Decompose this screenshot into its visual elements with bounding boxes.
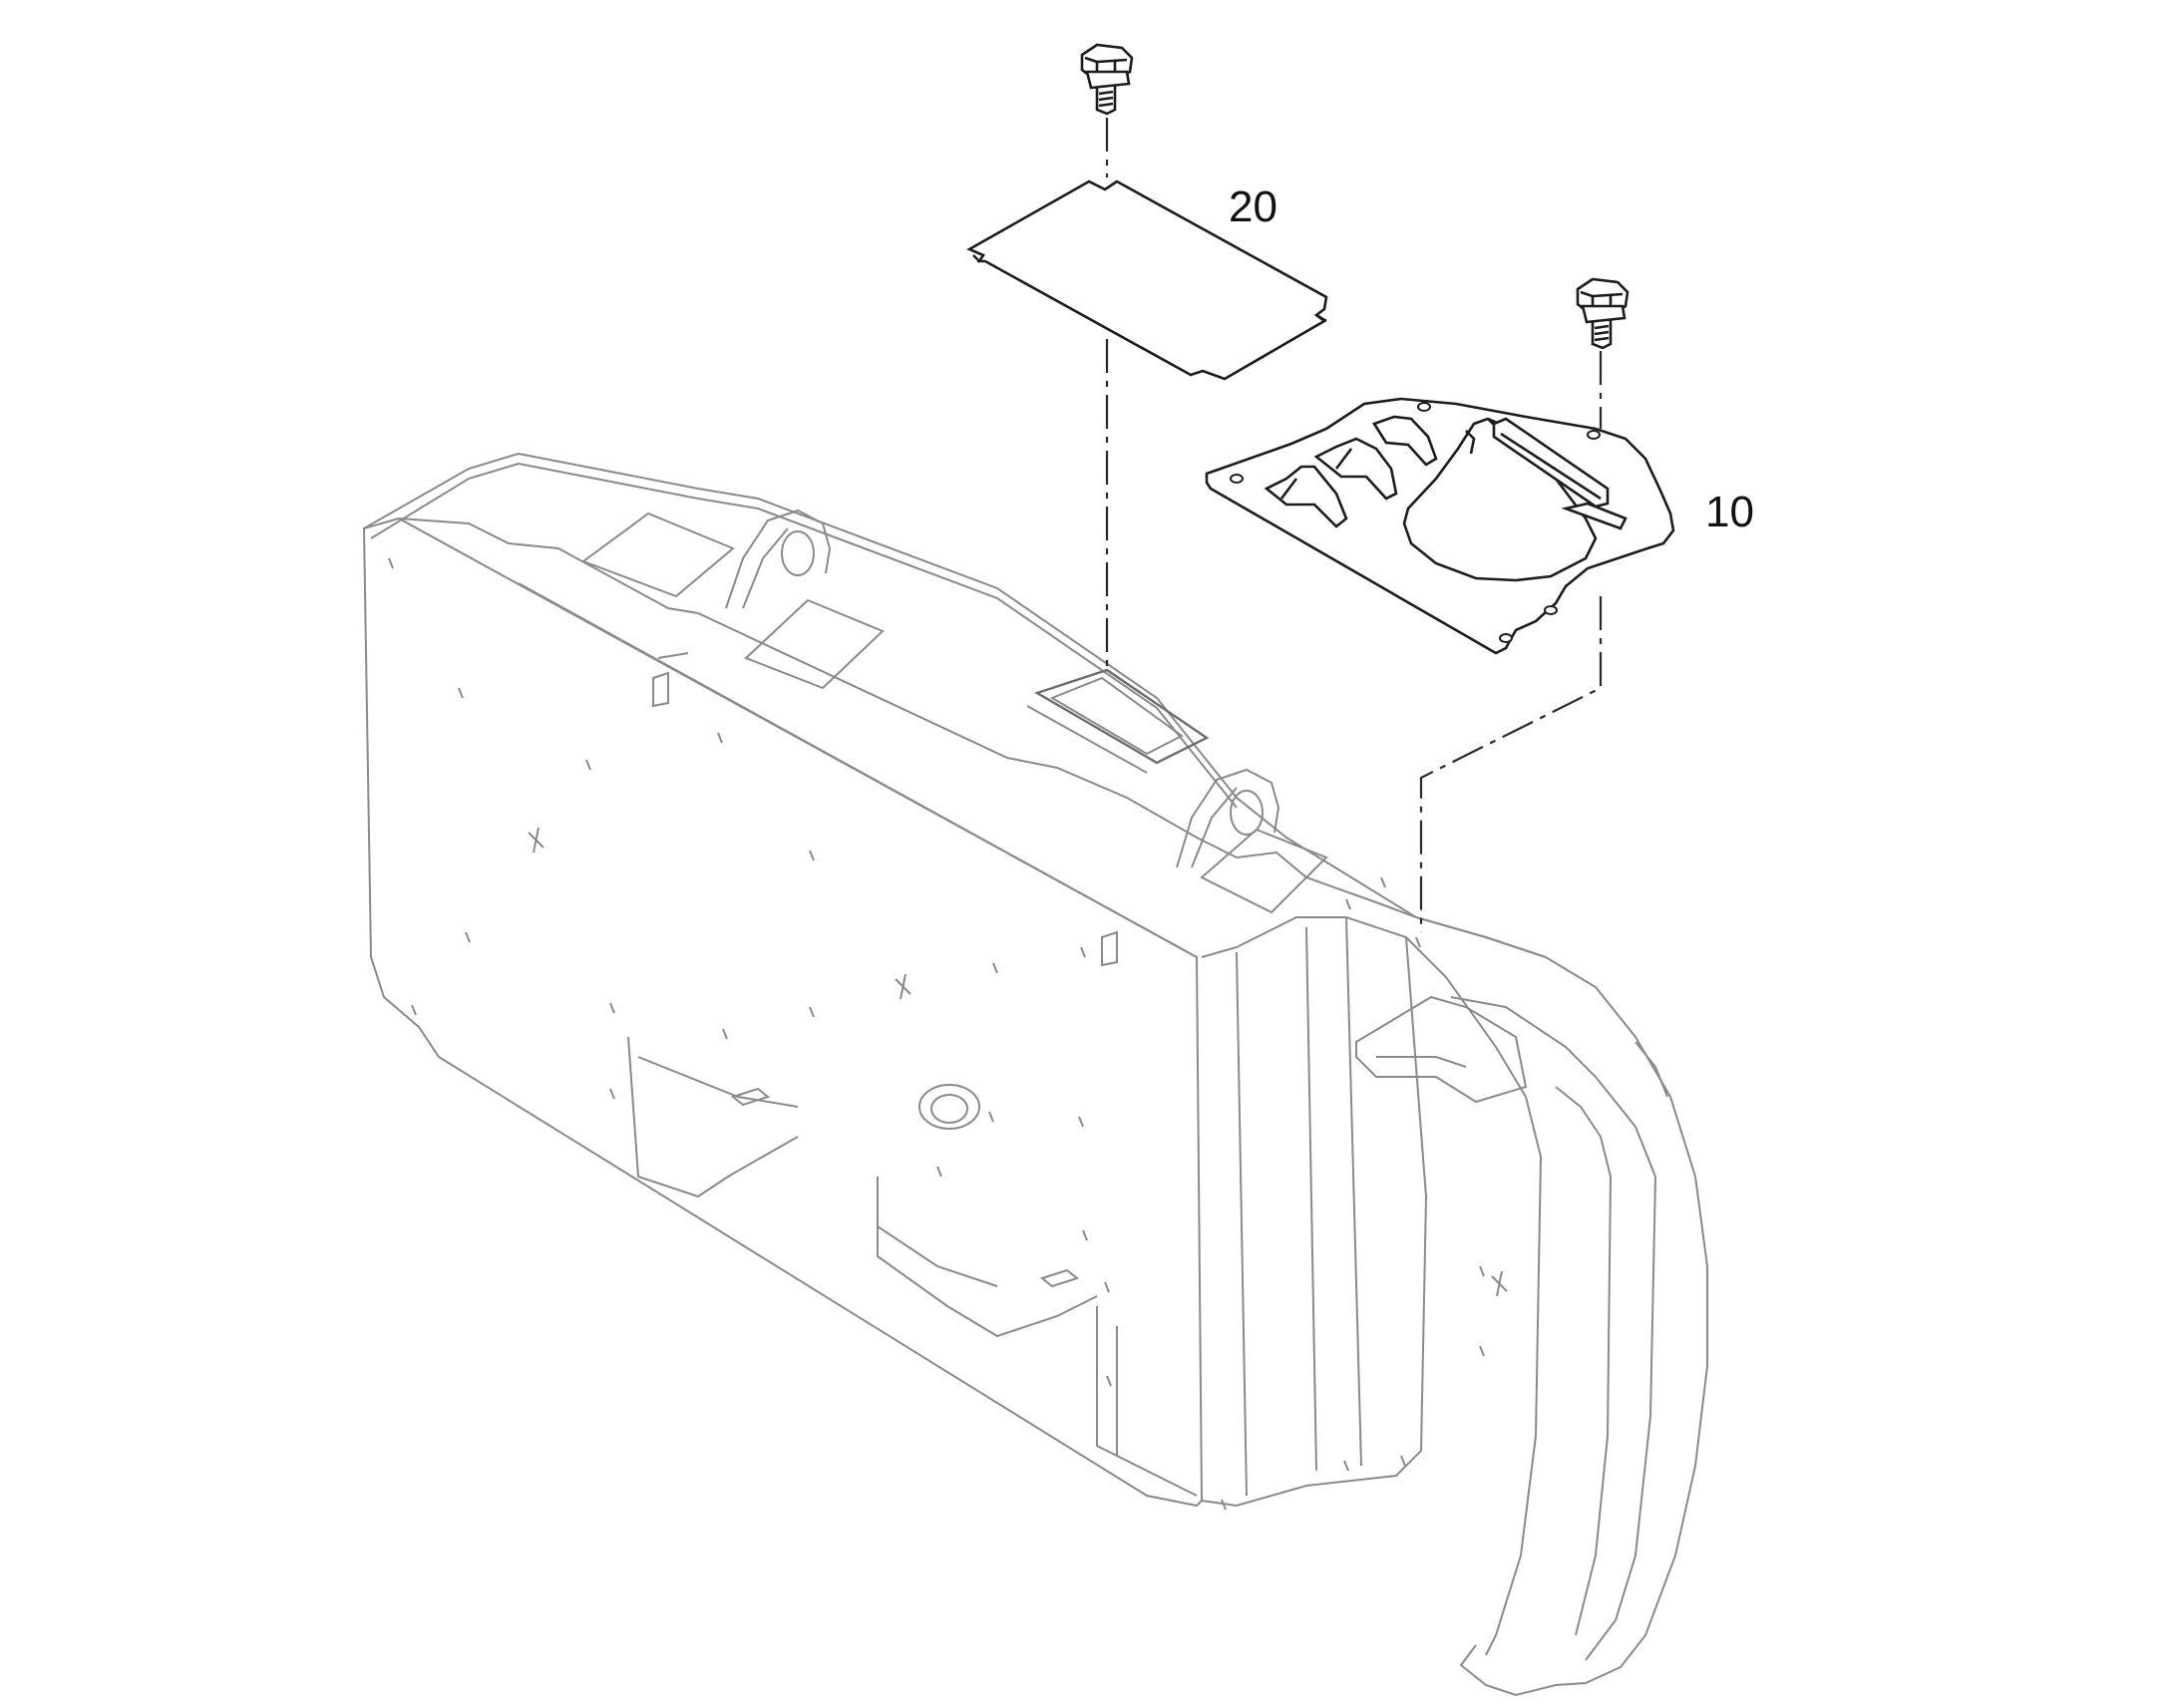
housing-fastener-marks (388, 557, 1508, 1511)
cover-plate-part (966, 179, 1328, 381)
shroud-plate-part (1205, 397, 1675, 655)
assembly-lines (1105, 118, 1603, 932)
bolt-right-part (1576, 277, 1630, 350)
counterweight-housing (362, 452, 1708, 1697)
callout-labels: 20 10 (1229, 182, 1754, 536)
bolt-upper-part (1080, 43, 1134, 116)
callout-20: 20 (1229, 182, 1277, 231)
callout-10: 10 (1705, 488, 1754, 536)
